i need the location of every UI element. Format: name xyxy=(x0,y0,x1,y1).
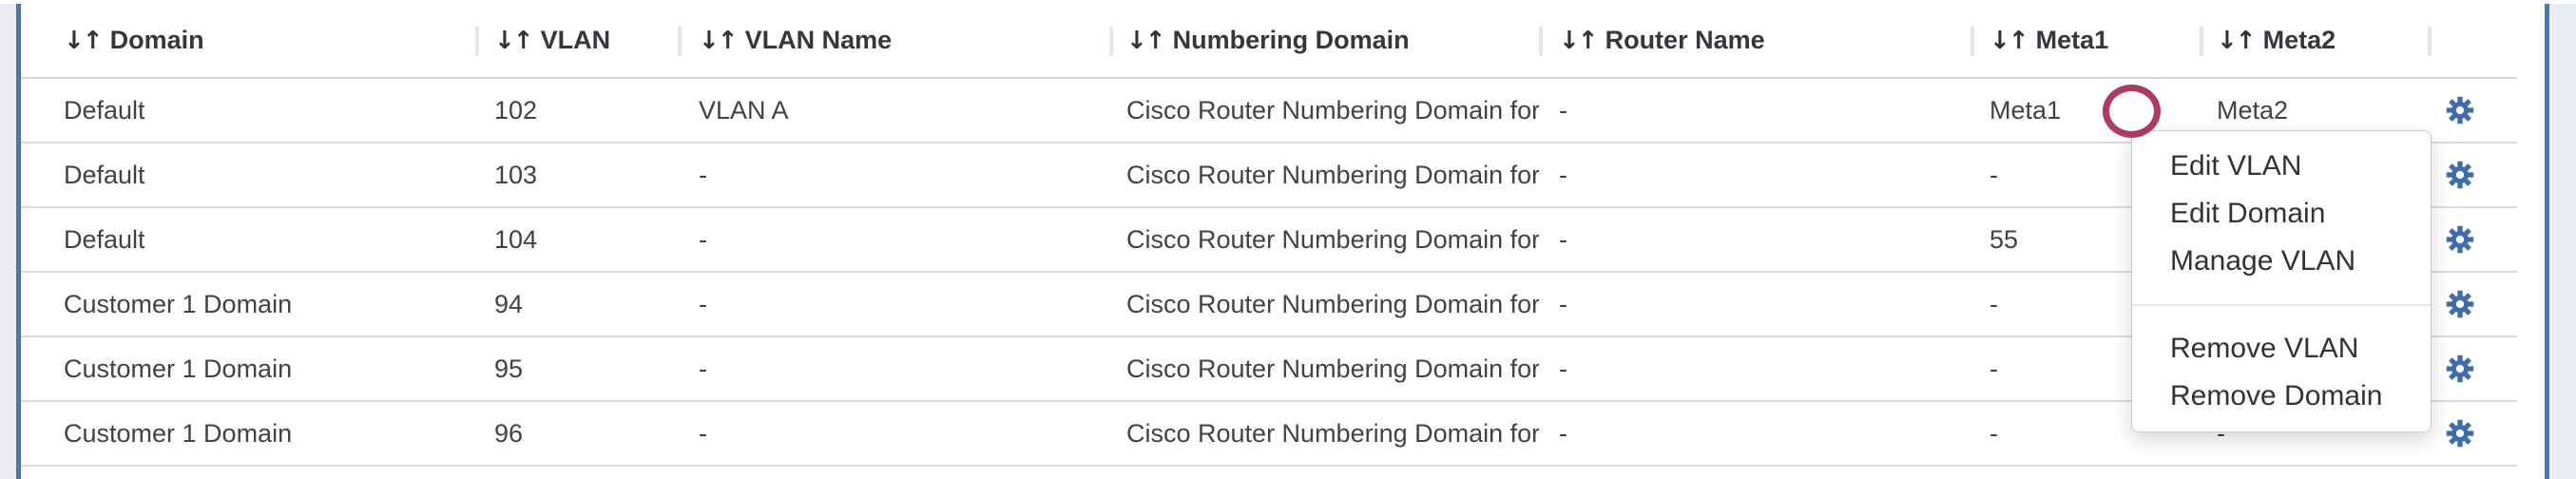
cell-vlan_name: - xyxy=(699,224,707,254)
cell-router_name: - xyxy=(1559,160,1567,189)
row-actions-menu: Edit VLAN Edit Domain Manage VLAN Remove… xyxy=(2131,130,2432,432)
table-body: Default 102 VLAN A Cisco Router Numbering D… xyxy=(21,79,2517,467)
row-actions-gear-button[interactable] xyxy=(2446,225,2474,254)
cell-numbering_domain: Cisco Router Numbering Domain for ... xyxy=(1126,95,1539,125)
cell-vlan_name: - xyxy=(699,354,707,383)
cell-meta1: Meta1 xyxy=(1990,95,2062,125)
column-header-actions xyxy=(2428,4,2517,77)
cell-vlan: 95 xyxy=(494,354,524,383)
column-header-domain[interactable]: ↓↑ Domain xyxy=(21,4,475,77)
cell-meta1: - xyxy=(1990,418,1998,448)
annotation-circle xyxy=(2103,85,2161,138)
vlan-table: ↓↑ Domain ↓↑ VLAN ↓↑ VLAN Name ↓↑ Number… xyxy=(21,4,2517,467)
cell-domain: Default xyxy=(64,160,145,189)
cell-domain: Customer 1 Domain xyxy=(64,418,293,448)
sort-icon: ↓↑ xyxy=(494,26,534,55)
sort-icon: ↓↑ xyxy=(1126,26,1166,55)
sort-icon: ↓↑ xyxy=(1990,26,2029,55)
cell-numbering_domain: Cisco Router Numbering Domain for ... xyxy=(1126,289,1539,318)
column-header-meta1[interactable]: ↓↑ Meta1 xyxy=(1970,4,2200,77)
cell-actions xyxy=(2428,419,2517,448)
cell-actions xyxy=(2428,96,2517,125)
column-header-numbering-domain[interactable]: ↓↑ Numbering Domain xyxy=(1109,4,1539,77)
cell-vlan: 96 xyxy=(494,418,524,448)
column-header-vlan-name[interactable]: ↓↑ VLAN Name xyxy=(678,4,1109,77)
panel-right-border xyxy=(2545,4,2549,479)
table-header-row: ↓↑ Domain ↓↑ VLAN ↓↑ VLAN Name ↓↑ Number… xyxy=(21,4,2517,79)
cell-vlan: 104 xyxy=(494,224,538,254)
menu-item-edit-domain[interactable]: Edit Domain xyxy=(2170,198,2326,229)
column-header-vlan[interactable]: ↓↑ VLAN xyxy=(475,4,678,77)
row-actions-gear-button[interactable] xyxy=(2446,354,2474,383)
cell-numbering_domain: Cisco Router Numbering Domain for ... xyxy=(1126,418,1539,448)
menu-item-remove-domain[interactable]: Remove Domain xyxy=(2170,380,2383,412)
cell-router_name: - xyxy=(1559,289,1567,318)
row-actions-gear-button[interactable] xyxy=(2446,96,2474,125)
cell-router_name: - xyxy=(1559,95,1567,125)
column-header-label: Meta2 xyxy=(2262,26,2336,54)
cell-numbering_domain: Cisco Router Numbering Domain for ... xyxy=(1126,354,1539,383)
cell-vlan: 94 xyxy=(494,289,524,318)
menu-item-manage-vlan[interactable]: Manage VLAN xyxy=(2170,245,2356,277)
right-gutter xyxy=(2549,4,2576,479)
sort-icon: ↓↑ xyxy=(699,26,739,55)
cell-meta1: - xyxy=(1990,354,1998,383)
cell-numbering_domain: Cisco Router Numbering Domain for ... xyxy=(1126,160,1539,189)
gear-icon xyxy=(2446,354,2474,383)
left-gutter xyxy=(0,4,16,479)
column-header-label: Numbering Domain xyxy=(1172,26,1410,54)
cell-vlan: 103 xyxy=(494,160,538,189)
column-header-label: Meta1 xyxy=(2035,26,2109,54)
column-header-label: Router Name xyxy=(1605,26,1765,54)
menu-divider xyxy=(2132,304,2431,306)
cell-domain: Default xyxy=(64,224,145,254)
sort-icon: ↓↑ xyxy=(1559,26,1599,55)
cell-meta1: - xyxy=(1990,160,1998,189)
cell-actions xyxy=(2428,225,2517,254)
menu-item-edit-vlan[interactable]: Edit VLAN xyxy=(2170,150,2302,182)
cell-meta1: - xyxy=(1990,289,1998,318)
gear-icon xyxy=(2446,161,2474,189)
cell-vlan_name: - xyxy=(699,160,707,189)
cell-vlan_name: - xyxy=(699,289,707,318)
menu-item-remove-vlan[interactable]: Remove VLAN xyxy=(2170,333,2359,364)
sort-icon: ↓↑ xyxy=(2217,26,2257,55)
row-actions-gear-button[interactable] xyxy=(2446,419,2474,448)
cell-router_name: - xyxy=(1559,418,1567,448)
cell-vlan_name: VLAN A xyxy=(699,95,789,125)
cell-actions xyxy=(2428,290,2517,318)
cell-domain: Customer 1 Domain xyxy=(64,354,293,383)
cell-vlan: 102 xyxy=(494,95,538,125)
cell-meta1: 55 xyxy=(1990,224,2019,254)
cell-meta2: Meta2 xyxy=(2217,95,2289,125)
row-actions-gear-button[interactable] xyxy=(2446,161,2474,189)
sort-icon: ↓↑ xyxy=(64,26,104,55)
cell-vlan_name: - xyxy=(699,418,707,448)
gear-icon xyxy=(2446,225,2474,254)
panel-left-border xyxy=(16,4,21,479)
row-actions-gear-button[interactable] xyxy=(2446,290,2474,318)
column-header-label: VLAN xyxy=(540,26,611,54)
column-header-label: Domain xyxy=(109,26,204,54)
column-header-meta2[interactable]: ↓↑ Meta2 xyxy=(2200,4,2428,77)
cell-domain: Default xyxy=(64,95,145,125)
cell-router_name: - xyxy=(1559,354,1567,383)
cell-meta2: - xyxy=(2217,418,2225,448)
table-row: Default 102 VLAN A Cisco Router Numbering D… xyxy=(21,79,2517,144)
cell-actions xyxy=(2428,354,2517,383)
cell-numbering_domain: Cisco Router Numbering Domain for ... xyxy=(1126,224,1539,254)
gear-icon xyxy=(2446,96,2474,125)
gear-icon xyxy=(2446,290,2474,318)
cell-router_name: - xyxy=(1559,224,1567,254)
gear-icon xyxy=(2446,419,2474,448)
cell-actions xyxy=(2428,161,2517,189)
cell-domain: Customer 1 Domain xyxy=(64,289,293,318)
column-header-router-name[interactable]: ↓↑ Router Name xyxy=(1539,4,1970,77)
column-header-label: VLAN Name xyxy=(744,26,893,54)
